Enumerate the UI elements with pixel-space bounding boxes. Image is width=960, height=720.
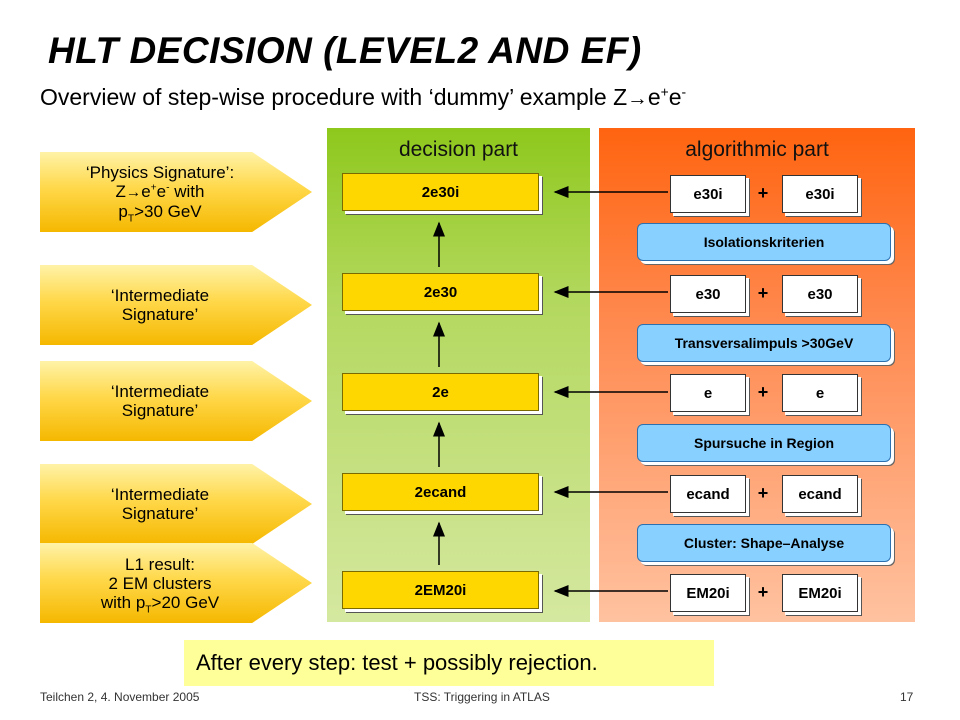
signature-label: 2 EM clusters	[108, 573, 212, 593]
signature-label: ‘Physics Signature’:	[85, 163, 235, 182]
signature-with: with	[169, 182, 205, 201]
subtitle-e: e	[647, 84, 661, 110]
plus-icon: +	[757, 483, 769, 503]
signature-label: ‘Intermediate	[110, 286, 210, 305]
subtitle-arrow-icon: →	[627, 87, 648, 110]
plus-icon: +	[757, 283, 769, 303]
algo-object: e30i	[782, 175, 858, 213]
decision-panel: decision part 2e30i 2e30 2e 2ecand 2EM20…	[327, 128, 590, 622]
algorithm-transverse-momentum: Transversalimpuls >30GeV	[637, 324, 891, 362]
algo-object: e30	[782, 275, 858, 313]
signature-label: ‘Intermediate	[110, 382, 210, 401]
subtitle-plus: +	[660, 84, 669, 100]
algorithm-isolation: Isolationskriterien	[637, 223, 891, 261]
signature-pt-sub: T	[127, 213, 135, 225]
signature-label: Signature’	[121, 401, 199, 420]
algo-object: e	[670, 374, 746, 412]
algorithm-cluster-shape: Cluster: Shape–Analyse	[637, 524, 891, 562]
footer-date: Teilchen 2, 4. November 2005	[40, 690, 200, 704]
algorithmic-panel-title: algorithmic part	[685, 138, 829, 161]
signature-e: e	[141, 182, 151, 201]
signature-z: Z	[115, 182, 126, 201]
signature-l1-result: L1 result: 2 EM clusters with pT>20 GeV	[40, 543, 312, 623]
decision-step: 2e	[342, 373, 539, 411]
algo-object: e	[782, 374, 858, 412]
subtitle-e: e	[668, 84, 682, 110]
algo-object: ecand	[670, 475, 746, 513]
algo-object: e30i	[670, 175, 746, 213]
signature-physics: ‘Physics Signature’: Z→e+e- with pT>30 G…	[40, 152, 312, 232]
signature-label: ‘Intermediate	[110, 485, 210, 504]
subtitle-text: Overview of step-wise procedure with ‘du…	[40, 84, 628, 110]
signature-cut: >30 GeV	[134, 202, 202, 221]
decision-step: 2EM20i	[342, 571, 539, 609]
algorithmic-panel: algorithmic part e30i + e30i Isolationsk…	[599, 128, 915, 622]
algo-object: EM20i	[670, 574, 746, 612]
signature-label: L1 result:	[125, 554, 195, 574]
rejection-note: After every step: test + possibly reject…	[184, 640, 714, 686]
slide-title: HLT DECISION (LEVEL2 AND EF)	[48, 30, 642, 71]
algo-object: EM20i	[782, 574, 858, 612]
signature-label: with p	[100, 592, 146, 612]
arrow-icon: →	[125, 184, 142, 201]
decision-step: 2e30	[342, 273, 539, 311]
plus-icon: +	[757, 382, 769, 402]
signature-label: Signature’	[121, 504, 199, 523]
signature-cut: >20 GeV	[151, 592, 220, 612]
algorithm-track-search: Spursuche in Region	[637, 424, 891, 462]
signature-label: Signature’	[121, 305, 199, 324]
signature-minus: -	[166, 182, 170, 194]
decision-panel-title: decision part	[398, 138, 519, 161]
footer-page-number: 17	[900, 690, 914, 704]
algo-object: ecand	[782, 475, 858, 513]
plus-icon: +	[757, 582, 769, 602]
decision-step: 2e30i	[342, 173, 539, 211]
decision-step: 2ecand	[342, 473, 539, 511]
signature-pt-sub: T	[145, 603, 152, 615]
signature-p: p	[118, 202, 128, 221]
signature-plus: +	[150, 182, 157, 194]
algo-object: e30	[670, 275, 746, 313]
slide-subtitle: Overview of step-wise procedure with ‘du…	[40, 84, 686, 111]
signature-e: e	[156, 182, 167, 201]
plus-icon: +	[757, 183, 769, 203]
subtitle-minus: -	[681, 84, 687, 100]
footer-title: TSS: Triggering in ATLAS	[414, 690, 550, 704]
